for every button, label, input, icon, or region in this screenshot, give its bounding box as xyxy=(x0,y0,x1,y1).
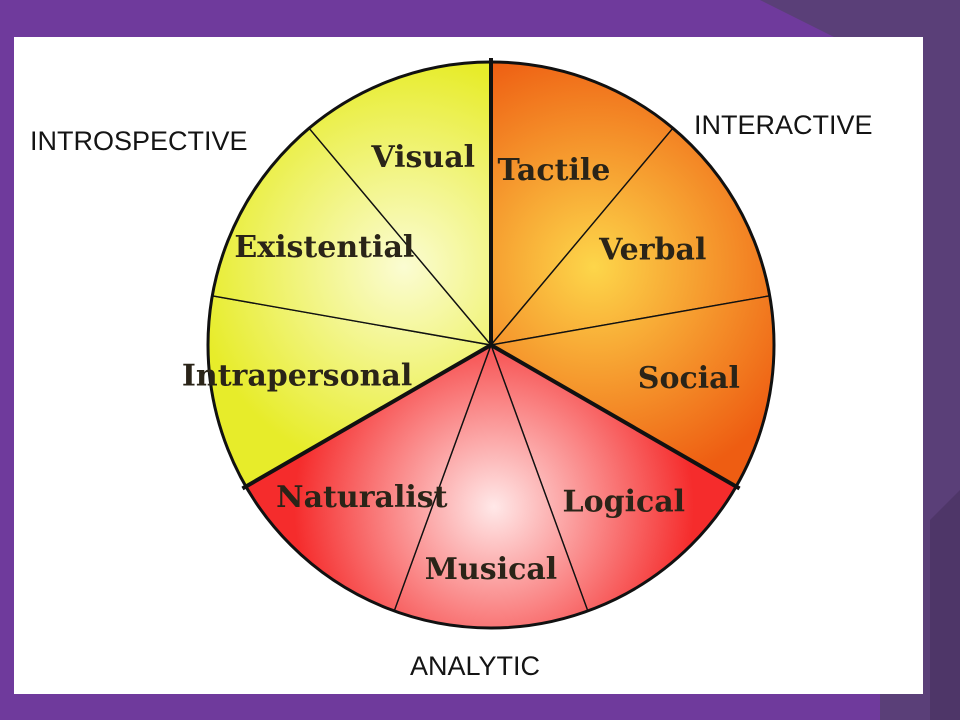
wheel-outline xyxy=(206,60,776,630)
group-divider-line xyxy=(241,343,493,491)
wheel-segments xyxy=(206,58,776,630)
segment-label-verbal: Verbal xyxy=(598,233,706,268)
group-label-interactive: INTERACTIVE xyxy=(694,110,873,140)
decorative-corner-shape xyxy=(930,490,960,720)
segment-label-intrapersonal: Intrapersonal xyxy=(182,358,412,393)
group-label-introspective: INTROSPECTIVE xyxy=(30,126,248,156)
segment-label-social: Social xyxy=(638,361,740,396)
group-label-analytic: ANALYTIC xyxy=(410,651,540,681)
segment-label-musical: Musical xyxy=(425,552,557,587)
segment-label-naturalist: Naturalist xyxy=(276,480,447,515)
segment-label-tactile: Tactile xyxy=(497,153,610,188)
segment-label-logical: Logical xyxy=(563,484,686,519)
segment-label-existential: Existential xyxy=(234,230,414,265)
segment-label-visual: Visual xyxy=(370,140,475,175)
group-divider-line xyxy=(490,343,741,491)
